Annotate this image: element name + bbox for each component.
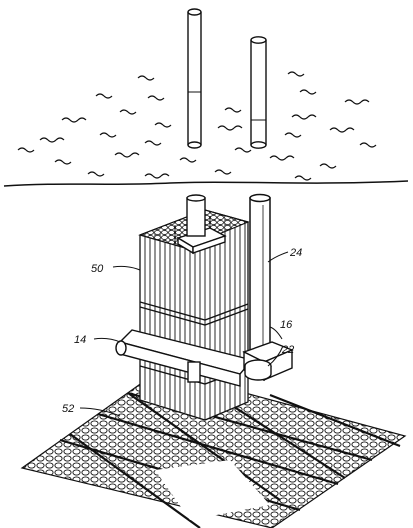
ref-label-52: 52 xyxy=(62,403,74,415)
ref-label-22: 22 xyxy=(281,344,294,356)
upper-guide-tubes xyxy=(187,8,267,149)
handling-tool-head xyxy=(176,194,227,255)
water-surface-line xyxy=(3,180,409,187)
column-base xyxy=(244,359,272,381)
water-waves xyxy=(17,71,377,181)
leader-lines xyxy=(79,251,289,417)
ref-label-50: 50 xyxy=(91,263,104,275)
ref-label-16: 16 xyxy=(280,319,293,331)
support-column xyxy=(249,193,271,359)
ref-label-14: 14 xyxy=(74,334,86,346)
clamp-arm xyxy=(115,329,254,387)
ref-label-24: 24 xyxy=(289,247,302,259)
